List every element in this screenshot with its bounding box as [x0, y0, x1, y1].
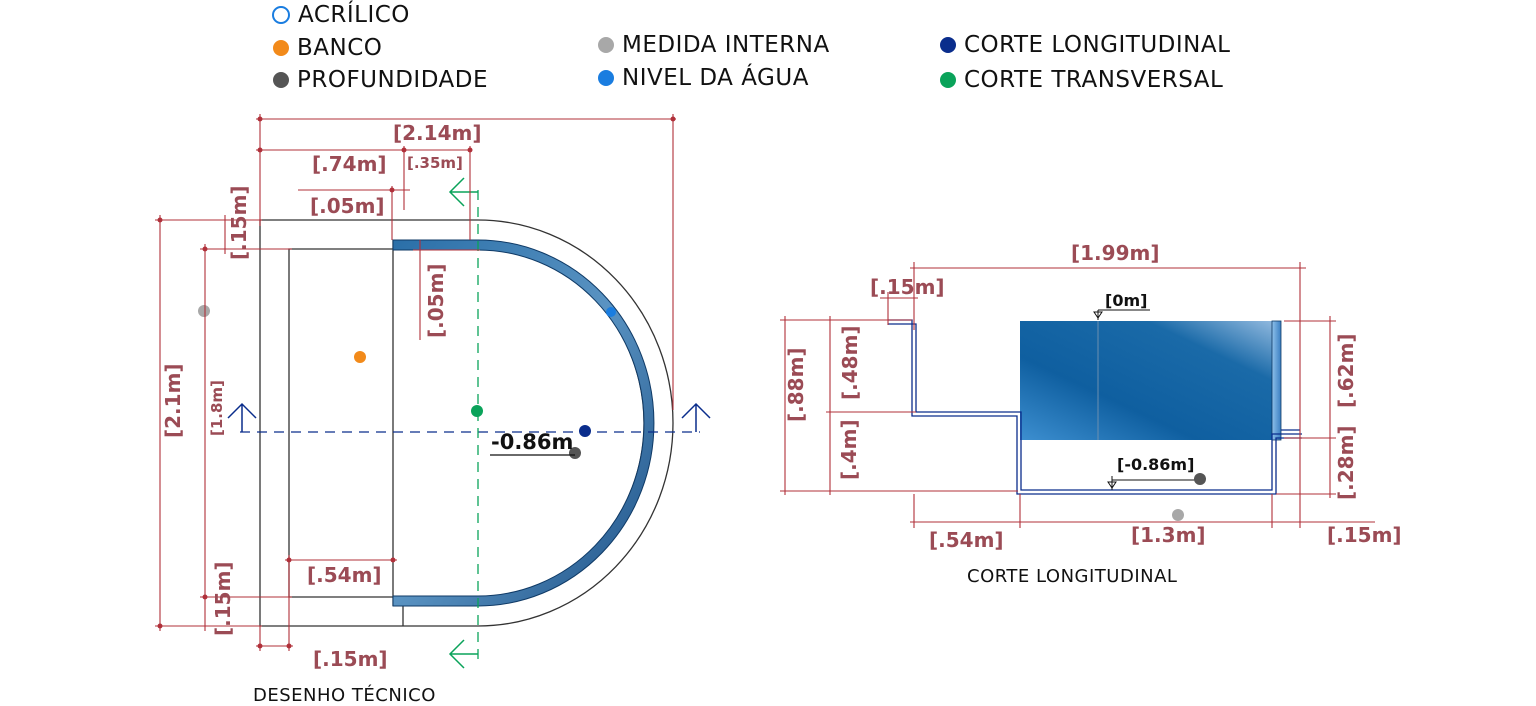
- legend-corte-longitudinal: CORTE LONGITUDINAL: [940, 32, 1230, 58]
- dim-total-width: [2.14m]: [393, 121, 481, 145]
- legend-label: MEDIDA INTERNA: [622, 32, 830, 58]
- legend-label: PROFUNDIDADE: [297, 67, 488, 93]
- legend-label: ACRÍLICO: [298, 2, 410, 28]
- level-arrow-icon: [1107, 476, 1117, 490]
- legend-banco: BANCO: [273, 35, 382, 61]
- legend-label: CORTE LONGITUDINAL: [964, 32, 1231, 58]
- dim-edge-left: [.15m]: [870, 275, 945, 299]
- dim-right-lower: [.28m]: [1334, 425, 1358, 500]
- transversal-cut-dot-icon: [940, 72, 956, 88]
- dim-right-offset: [.35m]: [407, 154, 463, 172]
- dim-section-width: [1.99m]: [1071, 241, 1159, 265]
- section-dimension-lines: [780, 262, 1375, 528]
- legend-profundidade: PROFUNDIDADE: [273, 67, 488, 93]
- legend-nivel-agua: NIVEL DA ÁGUA: [598, 65, 809, 91]
- dim-left-border: [.15m]: [313, 647, 388, 671]
- acrylic-ring-icon: [272, 6, 290, 24]
- inner-measure-marker: [1172, 509, 1184, 521]
- dim-right-upper: [.62m]: [1334, 333, 1358, 408]
- section-view: [0m] [-0.86m] [1.99m] [.15m] [.88m] [.48…: [780, 241, 1402, 552]
- cut-arrow-icon: [448, 177, 478, 207]
- depth-dot-icon: [273, 72, 289, 88]
- cut-arrow-icon: [448, 639, 478, 669]
- bench-marker: [354, 351, 366, 363]
- level-arrow-icon: [1093, 310, 1103, 320]
- dim-bench-length: [.54m]: [929, 528, 1004, 552]
- legend-label: NIVEL DA ÁGUA: [622, 65, 809, 91]
- dim-total-height: [2.1m]: [161, 363, 185, 438]
- dim-floor-length: [1.3m]: [1131, 523, 1206, 547]
- dim-bench-height: [.48m]: [838, 325, 862, 400]
- bench-dot-icon: [273, 40, 289, 56]
- dim-lower-depth: [.4m]: [837, 419, 861, 480]
- acrylic-edge: [1271, 320, 1282, 441]
- legend-corte-transversal: CORTE TRANSVERSAL: [940, 67, 1223, 93]
- section-caption: CORTE LONGITUDINAL: [967, 566, 1178, 587]
- water-level-marker: [606, 307, 616, 317]
- legend-label: BANCO: [297, 35, 383, 61]
- depth-label: -0.86m: [491, 430, 573, 454]
- plan-inner-outline: [288, 248, 645, 598]
- depth-marker: [569, 447, 581, 459]
- cut-arrow-icon: [227, 402, 257, 432]
- dim-bench-width: [.74m]: [312, 152, 387, 176]
- dim-top-border: [.15m]: [227, 185, 251, 260]
- inner-measure-marker: [198, 305, 210, 317]
- dim-bench-depth: [.54m]: [307, 563, 382, 587]
- acrylic-band: [392, 239, 655, 607]
- floor-level: [-0.86m]: [1117, 455, 1194, 474]
- transversal-marker: [471, 405, 483, 417]
- section-profile-outer: [888, 319, 1302, 495]
- plan-dimension-ticks: [157, 116, 676, 649]
- plan-view: -0.86m [2.14m] [.74m] [.35m] [.05m] [.15…: [155, 114, 711, 671]
- plan-outer-outline: [259, 219, 674, 627]
- legend-medida-interna: MEDIDA INTERNA: [598, 32, 830, 58]
- depth-marker: [1194, 473, 1206, 485]
- dim-total-depth: [.88m]: [784, 347, 808, 422]
- water-area: [1020, 321, 1272, 440]
- plan-caption: DESENHO TÉCNICO: [253, 685, 436, 706]
- water-level-dot-icon: [598, 70, 614, 86]
- longitudinal-marker: [579, 425, 591, 437]
- inner-measure-dot-icon: [598, 37, 614, 53]
- dim-acrylic-thickness: [.05m]: [424, 263, 448, 338]
- dim-edge-right: [.15m]: [1327, 523, 1402, 547]
- level-zero: [0m]: [1105, 291, 1147, 310]
- dim-wall-gap: [.05m]: [310, 194, 385, 218]
- longitudinal-cut-dot-icon: [940, 37, 956, 53]
- legend-acrilico: ACRÍLICO: [272, 2, 410, 28]
- dim-inner-height: [1.8m]: [208, 380, 226, 436]
- cut-arrow-icon: [681, 402, 711, 432]
- section-profile-inner: [888, 323, 1302, 491]
- dim-bottom-border: [.15m]: [211, 561, 235, 636]
- legend-label: CORTE TRANSVERSAL: [964, 67, 1224, 93]
